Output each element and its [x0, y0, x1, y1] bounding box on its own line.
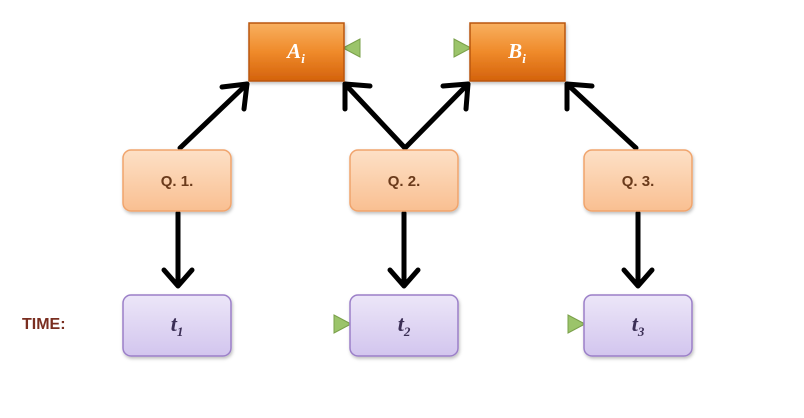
time-label: TIME: — [22, 316, 66, 333]
arrow-q2-to-b — [402, 81, 471, 151]
node-t3-label: t3 — [632, 311, 645, 339]
node-a: Ai — [248, 22, 345, 82]
node-q1: Q. 1. — [122, 149, 232, 212]
node-b-label: Bi — [507, 39, 526, 66]
node-t2-label: t2 — [398, 311, 411, 339]
green-arrow-t1-t2 — [233, 314, 353, 334]
node-q2-label: Q. 2. — [388, 173, 421, 190]
node-t1-label: t1 — [171, 311, 184, 339]
arrow-q2-to-t2 — [387, 210, 421, 289]
arrow-q3-to-b — [564, 81, 639, 151]
node-t1: t1 — [122, 294, 232, 357]
node-q1-label: Q. 1. — [161, 173, 194, 190]
node-q2: Q. 2. — [349, 149, 459, 212]
node-q3-label: Q. 3. — [622, 173, 655, 190]
arrow-q1-to-a — [177, 81, 250, 151]
arrow-q1-to-t1 — [161, 210, 195, 289]
node-a-label: Ai — [285, 39, 305, 66]
node-t3: t3 — [583, 294, 693, 357]
arrow-q2-to-a — [342, 81, 408, 151]
green-arrow-t2-t3 — [460, 314, 587, 334]
node-t2: t2 — [349, 294, 459, 357]
node-q3: Q. 3. — [583, 149, 693, 212]
arrow-q3-to-t3 — [621, 210, 655, 289]
green-double-arrow-a-b — [341, 38, 473, 58]
node-b: Bi — [469, 22, 566, 82]
